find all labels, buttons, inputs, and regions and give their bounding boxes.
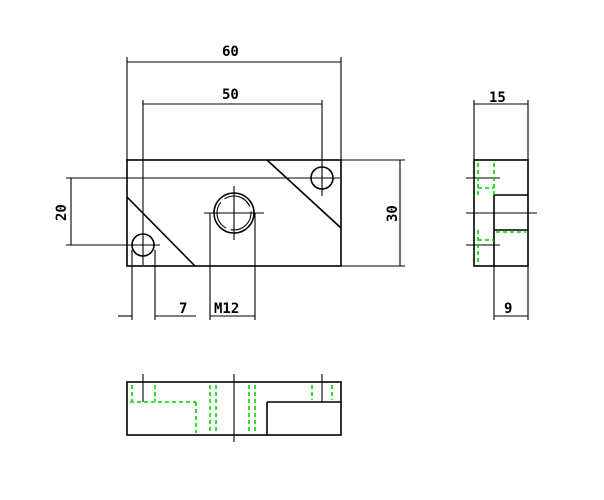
- dim-thread: M12: [210, 301, 255, 317]
- dim-label-20: 20: [54, 204, 70, 221]
- dim-label-50: 50: [222, 87, 239, 103]
- dim-hole-spacing: 50: [142, 87, 323, 228]
- front-hatch-left: [126, 196, 196, 267]
- dim-label-7: 7: [179, 301, 187, 317]
- dim-offset: 7: [118, 250, 196, 320]
- dim-label-60: 60: [222, 44, 239, 60]
- dim-hole-vertical: 20: [54, 177, 305, 246]
- dim-label-m12: M12: [214, 301, 239, 317]
- dim-label-9: 9: [504, 301, 512, 317]
- top-view: [126, 374, 342, 442]
- dim-side-width: 15: [473, 90, 529, 160]
- side-view: [466, 159, 537, 267]
- dim-label-30: 30: [385, 205, 401, 222]
- front-view: [126, 159, 342, 320]
- dim-side-offset: 9: [493, 266, 529, 320]
- dim-overall-height: 30: [341, 159, 405, 267]
- front-outline: [126, 159, 342, 267]
- dim-label-15: 15: [489, 90, 506, 106]
- front-hatch-right: [266, 159, 342, 229]
- dim-overall-length: 60: [126, 44, 342, 160]
